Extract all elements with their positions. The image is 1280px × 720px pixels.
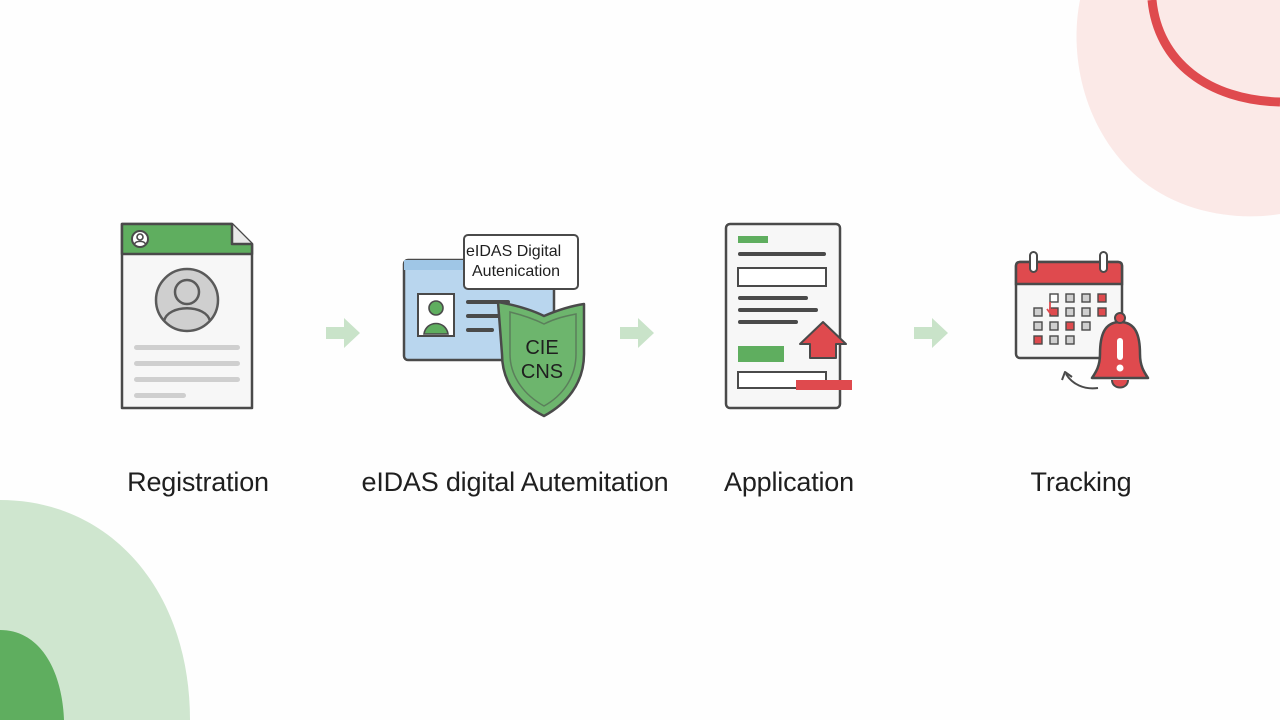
id-card-shield-icon: eIDAS Digital Autenication CIE CNS: [402, 234, 586, 418]
top-right-decoration: [1076, 0, 1280, 217]
chevron-arrow-right-icon: [914, 318, 948, 348]
shield-line-2: CNS: [521, 361, 563, 383]
shield-line-1: CIE: [525, 337, 558, 359]
calendar-alert-bell-icon: [1014, 251, 1150, 390]
callout-line-2: Autenication: [472, 263, 560, 280]
upload-form-icon: [724, 222, 852, 410]
profile-document-icon: [120, 222, 254, 410]
step-label-registration: Registration: [127, 467, 269, 497]
step-label-tracking: Tracking: [1030, 467, 1132, 497]
callout-line-1: eIDAS Digital: [466, 243, 561, 260]
step-label-eidas-authentication: eIDAS digital Autemitation: [361, 467, 669, 497]
bottom-left-decoration: [0, 500, 190, 720]
step-label-application: Application: [724, 467, 854, 497]
chevron-arrow-right-icon: [326, 318, 360, 348]
chevron-arrow-right-icon: [620, 318, 654, 348]
